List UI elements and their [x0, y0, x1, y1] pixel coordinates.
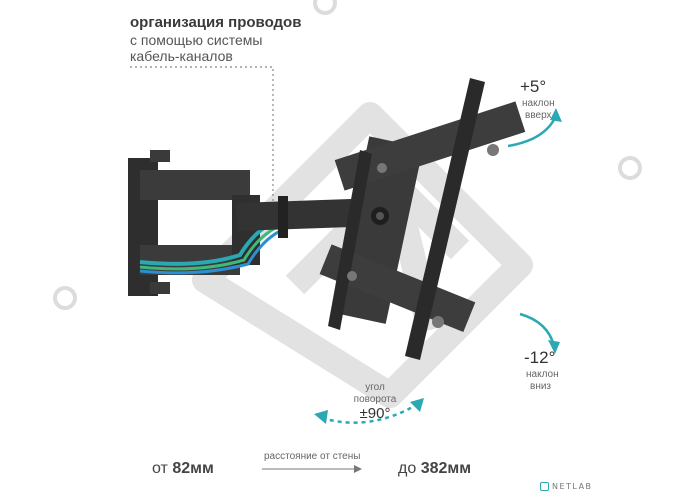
distance-to-value: 382мм: [420, 460, 472, 477]
cable-management-line3: кабель-каналов: [130, 48, 233, 64]
tilt-down-value: -12°: [524, 348, 556, 367]
tilt-down-label2: вниз: [530, 381, 552, 392]
rotation-value: ±90°: [359, 405, 391, 422]
distance-from-value: 82мм: [172, 460, 214, 477]
netlab-logo-text: NETLAB: [552, 482, 593, 491]
rotation-label2: поворота: [353, 394, 397, 405]
rotation-label1: угол: [365, 382, 385, 393]
tilt-up-value: +5°: [520, 77, 547, 96]
tilt-up-label2: вверх: [525, 110, 552, 121]
netlab-logo: NETLAB: [540, 482, 593, 491]
netlab-logo-icon: [540, 482, 549, 491]
distance-label: расстояние от стены: [264, 451, 361, 462]
distance-from: от 82мм: [152, 460, 214, 478]
tilt-up-label1: наклон: [522, 98, 555, 109]
cable-management-line2: с помощью системы: [130, 32, 263, 48]
distance-to: до 382мм: [398, 460, 471, 478]
distance-to-prefix: до: [398, 460, 417, 477]
cable-management-title: организация проводов: [130, 14, 302, 31]
distance-from-prefix: от: [152, 460, 168, 477]
tilt-down-label1: наклон: [526, 369, 559, 380]
